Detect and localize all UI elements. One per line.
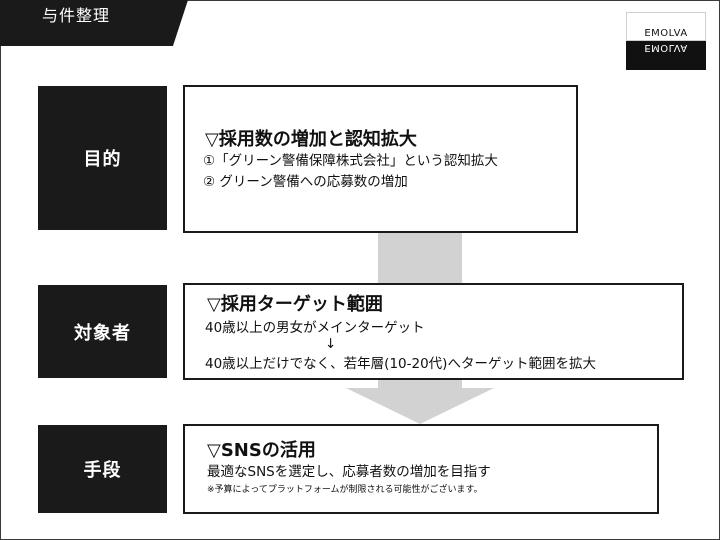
section-label-target: 対象者 bbox=[38, 285, 167, 378]
section-line: ①「グリーン警備保障株式会社」という認知拡大 bbox=[203, 153, 498, 169]
emolva-logo: EMOLVA EMOLVA bbox=[626, 12, 706, 70]
section-box-means: ▽SNSの活用 最適なSNSを選定し、応募者数の増加を目指す ※予算によってプラ… bbox=[183, 424, 659, 514]
section-line: 40歳以上だけでなく、若年層(10-20代)へターゲット範囲を拡大 bbox=[205, 356, 596, 372]
section-heading: ▽SNSの活用 bbox=[207, 440, 316, 461]
section-label-purpose: 目的 bbox=[38, 86, 167, 230]
section-line: ② グリーン警備への応募数の増加 bbox=[203, 174, 408, 190]
section-note: ※予算によってプラットフォームが制限される可能性がございます。 bbox=[207, 485, 483, 495]
section-heading: ▽採用数の増加と認知拡大 bbox=[205, 129, 417, 150]
section-line: 最適なSNSを選定し、応募者数の増加を目指す bbox=[207, 464, 491, 480]
logo-mirror-text: EMOLVA bbox=[644, 42, 688, 53]
section-heading: ▽採用ターゲット範囲 bbox=[207, 294, 383, 315]
logo-top-panel bbox=[626, 12, 706, 41]
section-label-means: 手段 bbox=[38, 425, 167, 513]
section-arrow-glyph: ↓ bbox=[325, 336, 337, 352]
section-line: 40歳以上の男女がメインターゲット bbox=[205, 320, 425, 336]
header-tab bbox=[0, 0, 188, 46]
logo-text: EMOLVA bbox=[644, 28, 688, 39]
section-box-purpose: ▽採用数の増加と認知拡大 ①「グリーン警備保障株式会社」という認知拡大 ② グリ… bbox=[183, 85, 578, 233]
page-title: 与件整理 bbox=[42, 6, 111, 25]
section-box-target: ▽採用ターゲット範囲 40歳以上の男女がメインターゲット ↓ 40歳以上だけでな… bbox=[183, 283, 684, 380]
